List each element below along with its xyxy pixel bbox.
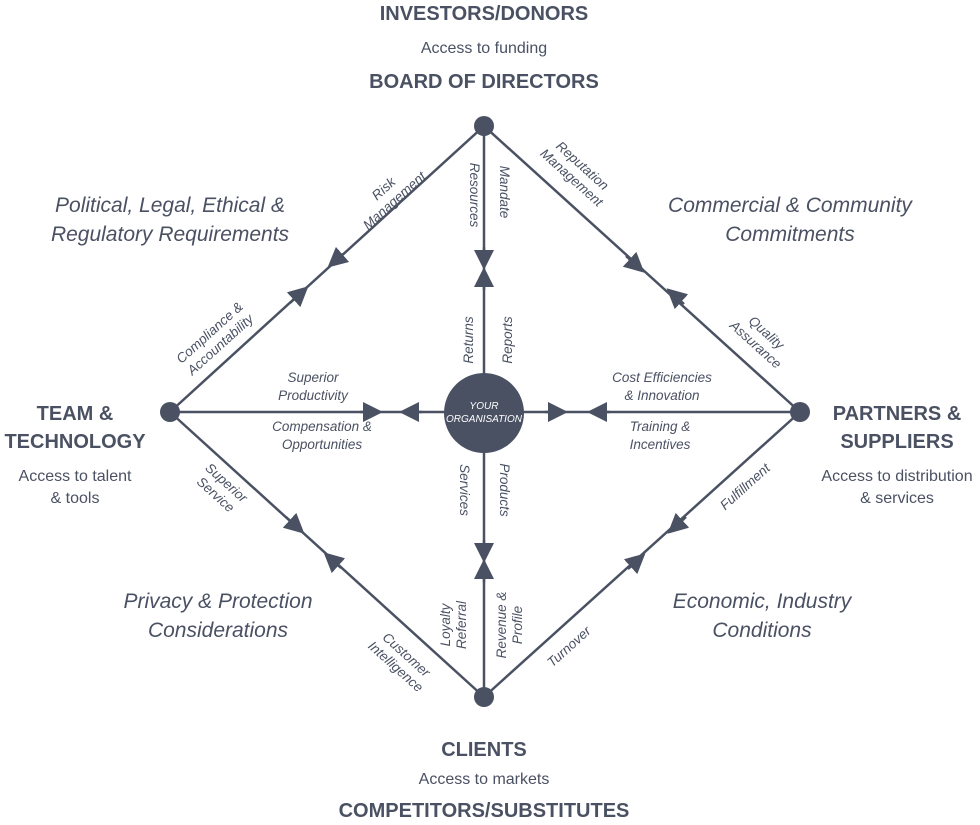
arrow-reputation — [622, 251, 645, 273]
center-line2: ORGANISATION — [446, 414, 523, 425]
zone-top-right-line1: Commercial & Community — [668, 194, 913, 217]
label-reports: Reports — [500, 316, 515, 364]
top-subtitle: Access to funding — [421, 40, 547, 57]
zone-top-right-line2: Commitments — [725, 223, 855, 246]
label-returns: Returns — [461, 316, 476, 364]
label-loyalty-1: Loyalty — [438, 602, 453, 646]
left-subtitle-line2: & tools — [51, 490, 100, 507]
label-compensation-2: Opportunities — [282, 437, 363, 452]
right-subtitle-line2: & services — [860, 490, 934, 507]
label-compensation-1: Compensation & — [272, 419, 372, 434]
node-top — [474, 116, 494, 136]
center-circle — [444, 373, 524, 453]
arrow-quality — [666, 288, 689, 310]
zone-bottom-left-line2: Considerations — [148, 619, 289, 642]
label-mandate: Mandate — [497, 166, 512, 219]
zone-bottom-left-line1: Privacy & Protection — [123, 590, 312, 613]
label-services: Services — [457, 464, 472, 516]
right-subtitle-line1: Access to distribution — [821, 468, 972, 485]
label-risk-management-2: Management — [360, 168, 430, 233]
label-cost-efficiencies-2: & Innovation — [624, 388, 699, 403]
label-revenue-1: Revenue & — [494, 592, 509, 659]
label-productivity-2: Productivity — [278, 388, 349, 403]
zone-top-left-line2: Regulatory Requirements — [51, 223, 290, 246]
arrow-fulfillment — [667, 512, 690, 534]
zone-bottom-right-line1: Economic, Industry — [673, 590, 853, 613]
center-line1: YOUR — [470, 401, 499, 412]
bottom-subtitle: Access to markets — [419, 771, 550, 788]
label-products: Products — [497, 463, 512, 517]
label-training-1: Training & — [630, 419, 691, 434]
label-loyalty-2: Referral — [454, 600, 469, 649]
label-resources: Resources — [467, 163, 482, 228]
bottom-title: COMPETITORS/SUBSTITUTES — [339, 800, 630, 822]
arrow-risk-management — [327, 246, 350, 268]
label-fulfillment: Fulfillment — [717, 460, 774, 513]
label-cost-efficiencies-1: Cost Efficiencies — [612, 370, 712, 385]
left-node-line1: TEAM & — [37, 403, 114, 425]
node-right — [790, 402, 810, 422]
right-node-line2: SUPPLIERS — [840, 431, 953, 453]
zone-top-left-line1: Political, Legal, Ethical & — [55, 194, 285, 217]
edge-bottom-right — [483, 411, 801, 698]
label-training-2: Incentives — [630, 437, 691, 452]
label-turnover: Turnover — [544, 623, 594, 670]
node-bottom — [474, 687, 494, 707]
top-node-label: BOARD OF DIRECTORS — [369, 71, 599, 93]
node-left — [160, 402, 180, 422]
zone-bottom-right-line2: Conditions — [712, 619, 812, 642]
label-revenue-2: Profile — [510, 606, 525, 644]
arrow-superior-service — [282, 512, 305, 534]
label-productivity-1: Superior — [287, 370, 339, 385]
left-subtitle-line1: Access to talent — [19, 468, 133, 485]
edge-bottom-left — [169, 411, 485, 698]
arrow-compliance — [286, 286, 309, 308]
bottom-node-label: CLIENTS — [441, 739, 527, 761]
edge-top-left — [169, 125, 485, 413]
top-title: INVESTORS/DONORS — [380, 3, 589, 25]
left-node-line2: TECHNOLOGY — [4, 431, 146, 453]
arrow-turnover — [623, 553, 646, 575]
right-node-line1: PARTNERS & — [833, 403, 962, 425]
arrow-customer-intelligence — [323, 552, 346, 574]
